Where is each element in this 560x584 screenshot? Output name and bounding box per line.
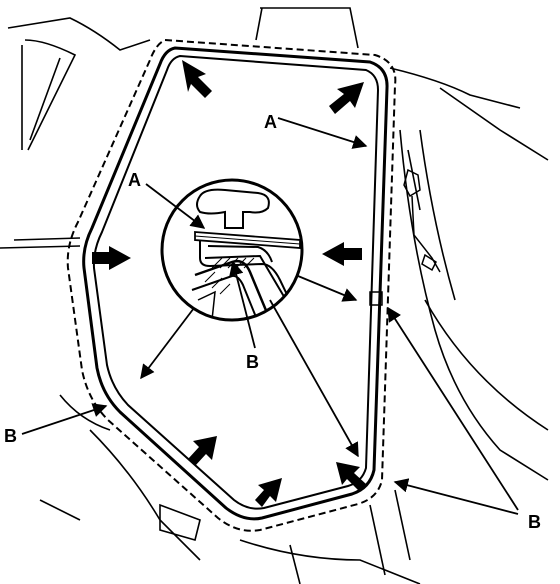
glass-outer-dashed-outline <box>66 38 397 532</box>
adhesive-hatch <box>204 257 255 295</box>
seal-cross-section-detail <box>160 178 304 322</box>
leader-detail-to-right-edge <box>297 275 358 302</box>
leader-detail-to-bottom-right <box>269 299 359 458</box>
label-b-detail: B <box>246 352 259 372</box>
label-a-upper: A <box>264 112 277 132</box>
latch-detail <box>369 168 441 306</box>
leader-b-right-upper <box>387 306 519 511</box>
push-arrow-bottom-mid <box>255 478 282 507</box>
leader-b-detail <box>229 260 256 349</box>
push-arrow-right <box>322 242 362 266</box>
push-arrow-bottom-right <box>336 462 366 491</box>
leader-a-upper <box>277 117 368 149</box>
push-arrow-bottom-left <box>188 436 217 466</box>
glass-outer-edge <box>82 46 389 521</box>
push-arrow-top-right <box>329 82 364 114</box>
glass-pane-section <box>194 231 301 249</box>
label-a-detail: A <box>128 170 141 190</box>
glass-inner-edge <box>92 54 380 510</box>
leader-b-right-lower <box>393 478 519 515</box>
label-b-left: B <box>4 426 17 446</box>
leader-b-left <box>21 403 108 435</box>
push-arrow-left <box>92 246 131 270</box>
leader-lines <box>21 117 519 515</box>
leader-detail-to-left-edge <box>140 307 195 380</box>
molding-profile <box>196 188 270 229</box>
leader-a-detail <box>145 183 206 229</box>
push-arrow-top-left <box>182 60 212 98</box>
push-arrows <box>92 60 366 507</box>
label-b-right: B <box>528 512 541 532</box>
